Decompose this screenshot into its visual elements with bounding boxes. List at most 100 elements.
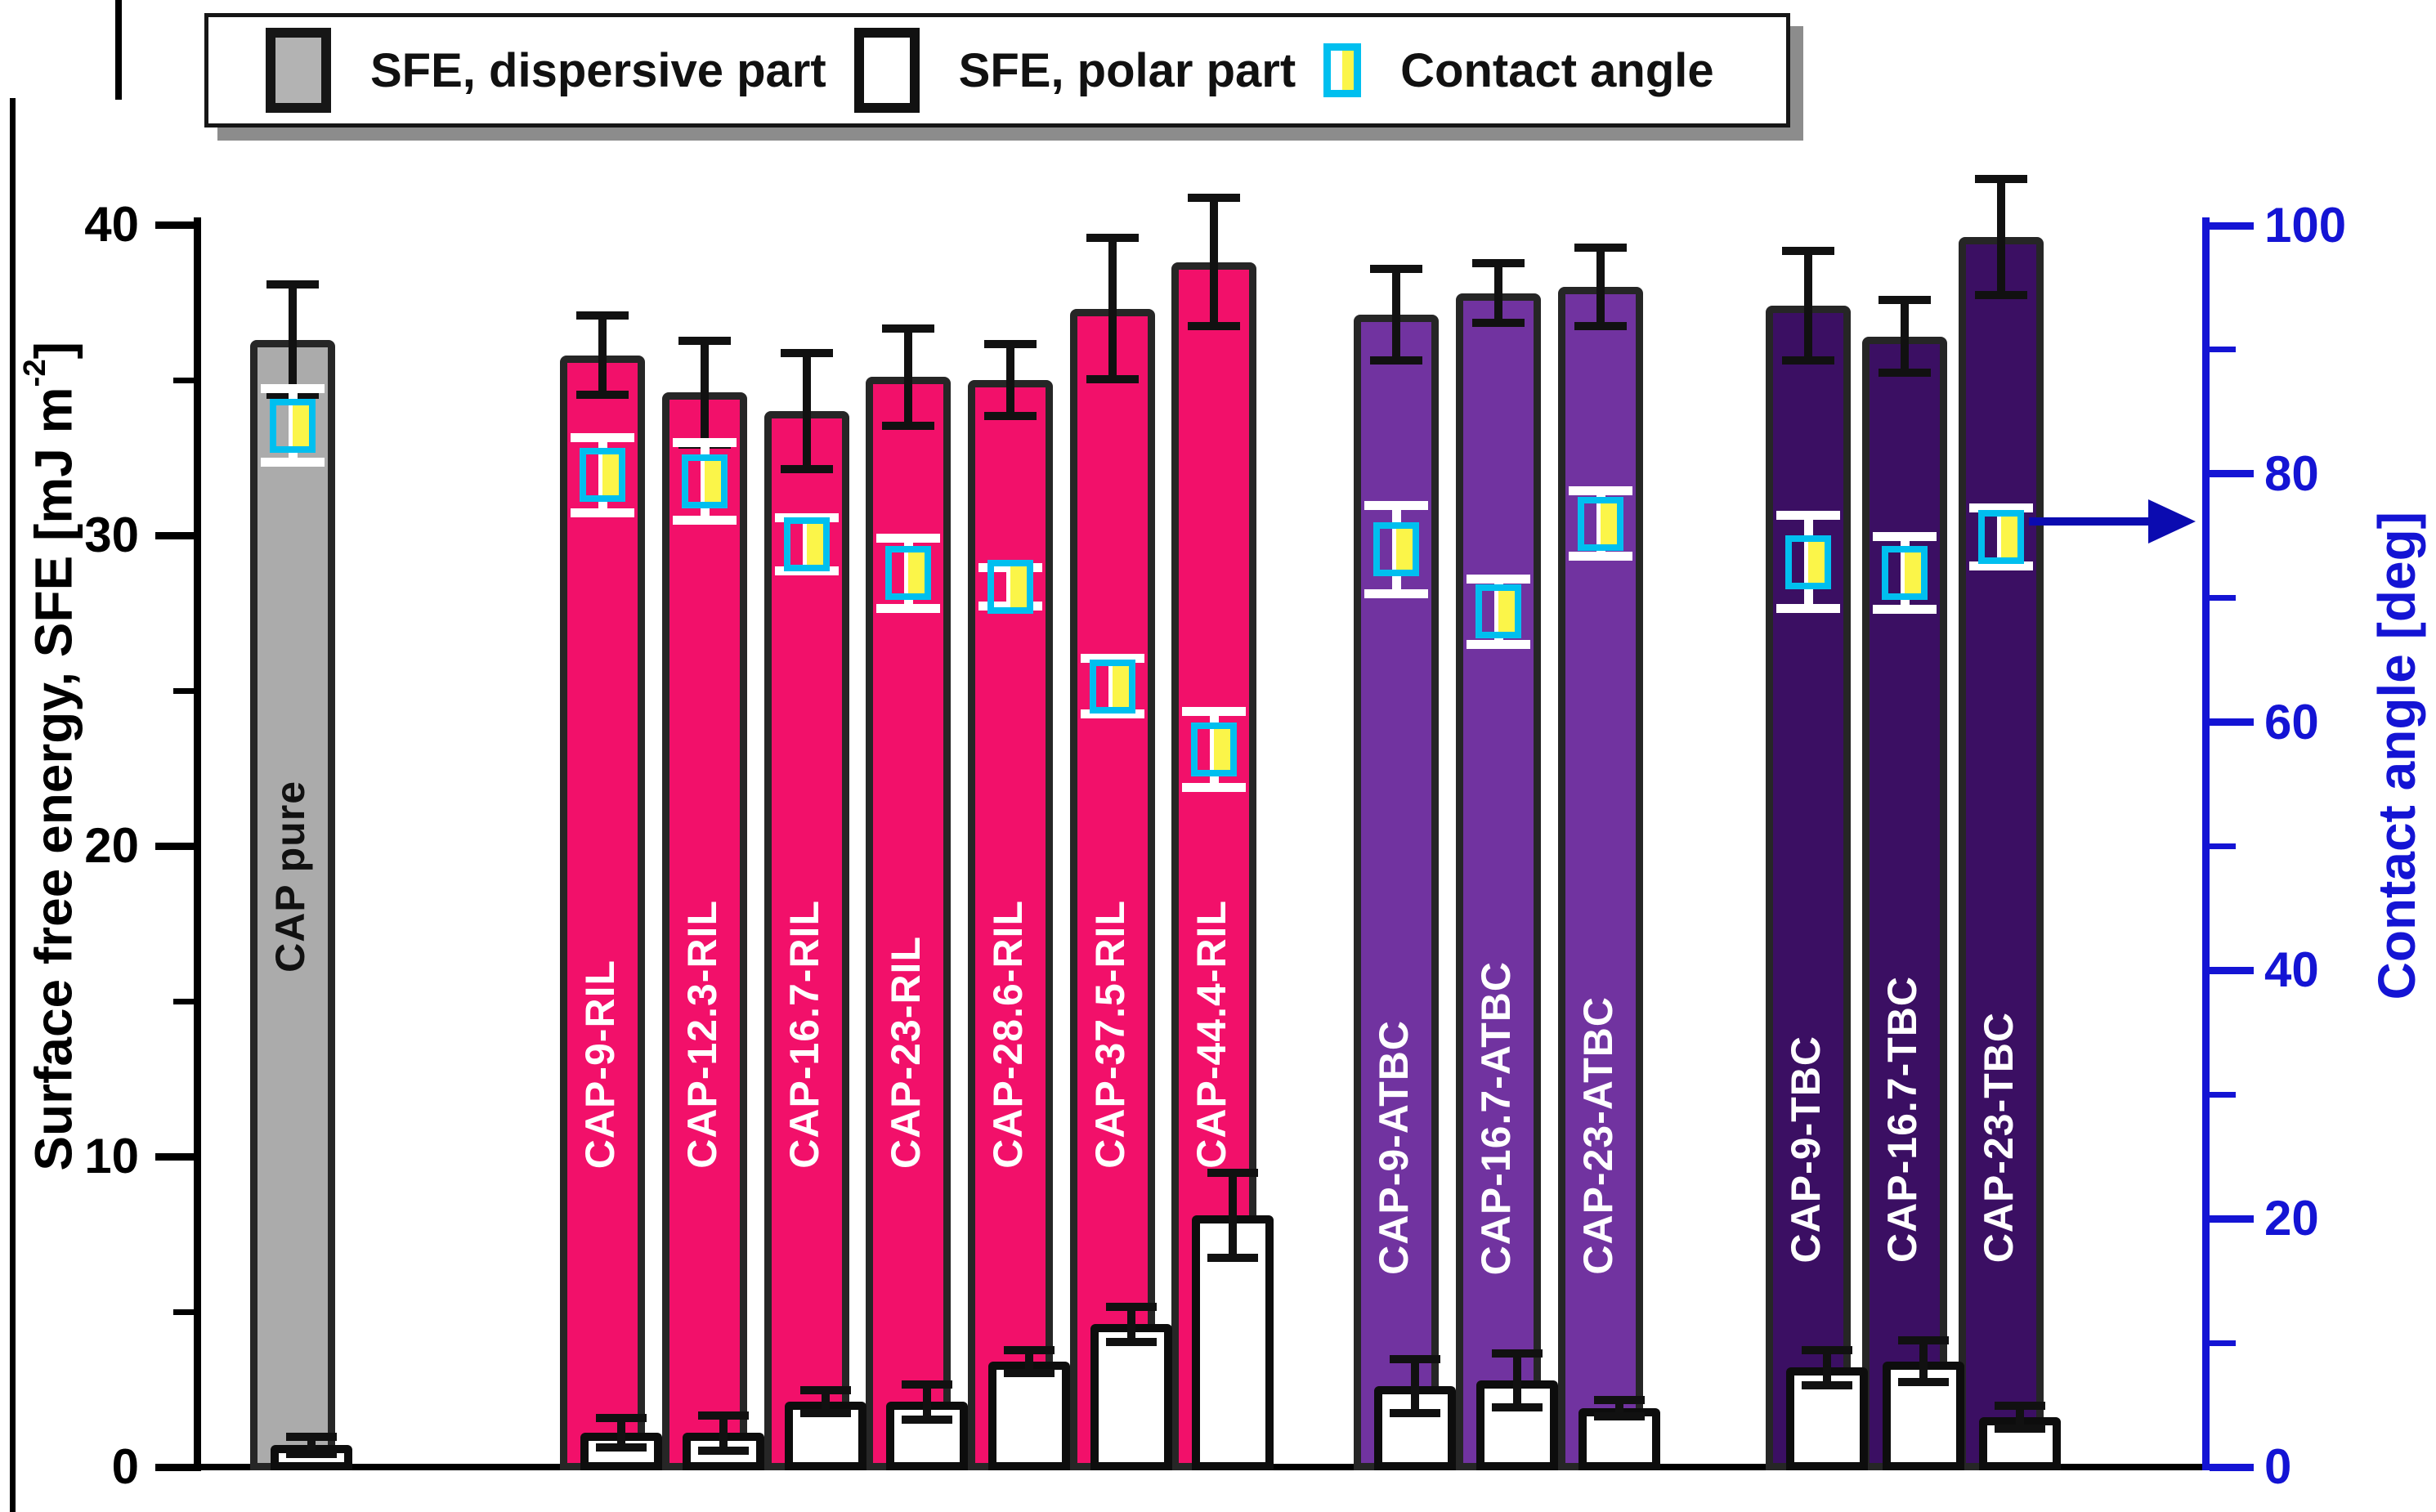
error-bar-cap-bottom — [698, 1446, 749, 1455]
error-bar-cap-bottom — [1081, 709, 1144, 719]
error-bar-line — [1025, 1345, 1033, 1377]
error-bar-cap-top — [286, 1433, 337, 1442]
error-bar-line — [617, 1414, 625, 1452]
bar-polar-CAP-16.7-ATBC — [1476, 1380, 1558, 1470]
error-bar-cap-top — [576, 311, 629, 320]
error-bar-line — [1006, 339, 1014, 421]
error-bar-line — [1901, 296, 1909, 378]
error-bar-line — [1513, 1349, 1521, 1411]
right-axis-minor-tick — [2210, 843, 2236, 849]
error-bar-cap-top — [1594, 1395, 1645, 1404]
error-bar-line — [719, 1411, 728, 1455]
error-bar-line — [1596, 243, 1605, 331]
error-dispersive-CAP-37.5-RIL — [1086, 234, 1139, 383]
error-bar-cap-bottom — [673, 516, 737, 526]
error-bar-cap-top — [673, 437, 737, 447]
left-axis-tick-label: 10 — [84, 1129, 139, 1183]
error-bar-cap-bottom — [571, 508, 634, 517]
error-bar-cap-bottom — [1569, 552, 1632, 561]
contact-angle-marker-CAP-44.4-RIL — [1191, 722, 1237, 777]
error-bar-line — [923, 1380, 931, 1424]
error-bar-cap-bottom — [1370, 356, 1422, 365]
left-axis-major-tick — [155, 1152, 201, 1161]
bar-dispersive-CAP-23-ATBC — [1558, 287, 1643, 1470]
left-axis-tick-label: 40 — [84, 197, 139, 252]
error-bar-cap-top — [1390, 1355, 1440, 1364]
bar-label-CAP-12.3-RIL: CAP-12.3-RIL — [679, 900, 725, 1169]
right-axis-tick-label: 80 — [2264, 445, 2319, 501]
error-bar-cap-top — [1898, 1336, 1949, 1345]
bar-polar-CAP-23-TBC — [1979, 1417, 2061, 1470]
right-axis-tick-label: 40 — [2264, 942, 2319, 998]
error-bar-cap-top — [902, 1380, 952, 1389]
legend-label-contact-angle: Contact angle — [1400, 43, 1714, 97]
error-bar-cap-top — [1188, 194, 1240, 202]
error-bar-cap-top — [698, 1411, 749, 1420]
bar-label-CAP-23-RIL: CAP-23-RIL — [883, 935, 929, 1169]
error-dispersive-CAP-44.4-RIL — [1188, 194, 1240, 331]
error-bar-line — [1804, 246, 1812, 365]
error-polar-CAP-9-TBC — [1802, 1345, 1852, 1389]
error-bar-cap-bottom — [1776, 603, 1840, 613]
error-dispersive-CAP-23-ATBC — [1574, 243, 1627, 331]
right-axis-tick-label: 60 — [2264, 694, 2319, 749]
error-bar-line — [904, 324, 912, 430]
error-polar-CAP-23-RIL — [902, 1380, 952, 1424]
left-axis-minor-tick — [173, 998, 201, 1004]
bar-dispersive-CAP-9-ATBC — [1354, 315, 1439, 1470]
error-bar-line — [1127, 1302, 1135, 1346]
bar-label-CAP-9-ATBC: CAP-9-ATBC — [1371, 1020, 1417, 1275]
error-bar-cap-top — [1802, 1345, 1852, 1354]
bar-dispersive-CAP-16.7-ATBC — [1456, 293, 1541, 1470]
error-bar-cap-top — [1878, 296, 1931, 305]
bar-polar-CAP-37.5-RIL — [1090, 1324, 1172, 1470]
error-bar-cap-bottom — [882, 421, 934, 430]
error-bar-cap-bottom — [1492, 1402, 1543, 1411]
annotation-arrow-line — [2029, 517, 2150, 526]
dispersive-swatch-icon — [266, 28, 331, 113]
left-axis-minor-tick — [173, 687, 201, 694]
error-polar-CAP-23-TBC — [1995, 1402, 2045, 1434]
bar-dispersive-CAP-16.7-TBC — [1862, 336, 1947, 1470]
bar-label-CAP-23-ATBC: CAP-23-ATBC — [1575, 996, 1621, 1275]
error-bar-cap-top — [1569, 485, 1632, 495]
error-bar-cap-top — [1492, 1349, 1543, 1358]
error-bar-cap-bottom — [261, 457, 325, 467]
bar-label-CAP-16.7-RIL: CAP-16.7-RIL — [781, 900, 827, 1169]
left-axis-major-tick — [155, 221, 201, 229]
contact-angle-marker-CAP-23-TBC — [1978, 510, 2024, 565]
error-bar-cap-top — [266, 280, 319, 289]
error-bar-cap-bottom — [1364, 588, 1428, 598]
error-bar-cap-top — [1782, 246, 1834, 255]
error-bar-cap-top — [1975, 175, 2027, 184]
error-bar-cap-top — [882, 324, 934, 333]
error-bar-cap-bottom — [1873, 605, 1937, 615]
error-bar-cap-top — [1574, 243, 1627, 252]
error-dispersive-CAP pure — [266, 280, 319, 399]
bar-dispersive-CAP-23-RIL — [866, 377, 951, 1470]
bar-label-CAP-9-TBC: CAP-9-TBC — [1783, 1035, 1829, 1263]
error-bar-cap-top — [571, 432, 634, 442]
error-bar-cap-bottom — [1995, 1425, 2045, 1434]
error-bar-line — [822, 1386, 830, 1418]
bar-label-CAP-16.7-TBC: CAP-16.7-TBC — [1879, 976, 1925, 1263]
error-bar-cap-top — [1776, 511, 1840, 521]
bar-dispersive-CAP-37.5-RIL — [1070, 308, 1155, 1470]
error-bar-cap-top — [1370, 265, 1422, 274]
error-bar-cap-bottom — [1467, 639, 1530, 649]
legend-label-dispersive: SFE, dispersive part — [370, 43, 826, 97]
error-bar-cap-top — [1004, 1345, 1055, 1354]
contact-angle-swatch-icon — [1323, 43, 1362, 97]
error-bar-line — [701, 336, 709, 449]
error-polar-CAP-28.6-RIL — [1004, 1345, 1055, 1377]
bar-dispersive-CAP pure — [250, 339, 335, 1470]
legend-item-polar: SFE, polar part — [853, 28, 1296, 113]
contact-angle-marker-CAP-37.5-RIL — [1090, 659, 1135, 714]
right-axis-major-tick — [2210, 966, 2254, 974]
bar-label-CAP-9-RIL: CAP-9-RIL — [577, 959, 623, 1169]
error-bar-cap-bottom — [1390, 1409, 1440, 1418]
bar-label-CAP pure: CAP pure — [267, 781, 313, 973]
right-axis-minor-tick — [2210, 1091, 2236, 1098]
